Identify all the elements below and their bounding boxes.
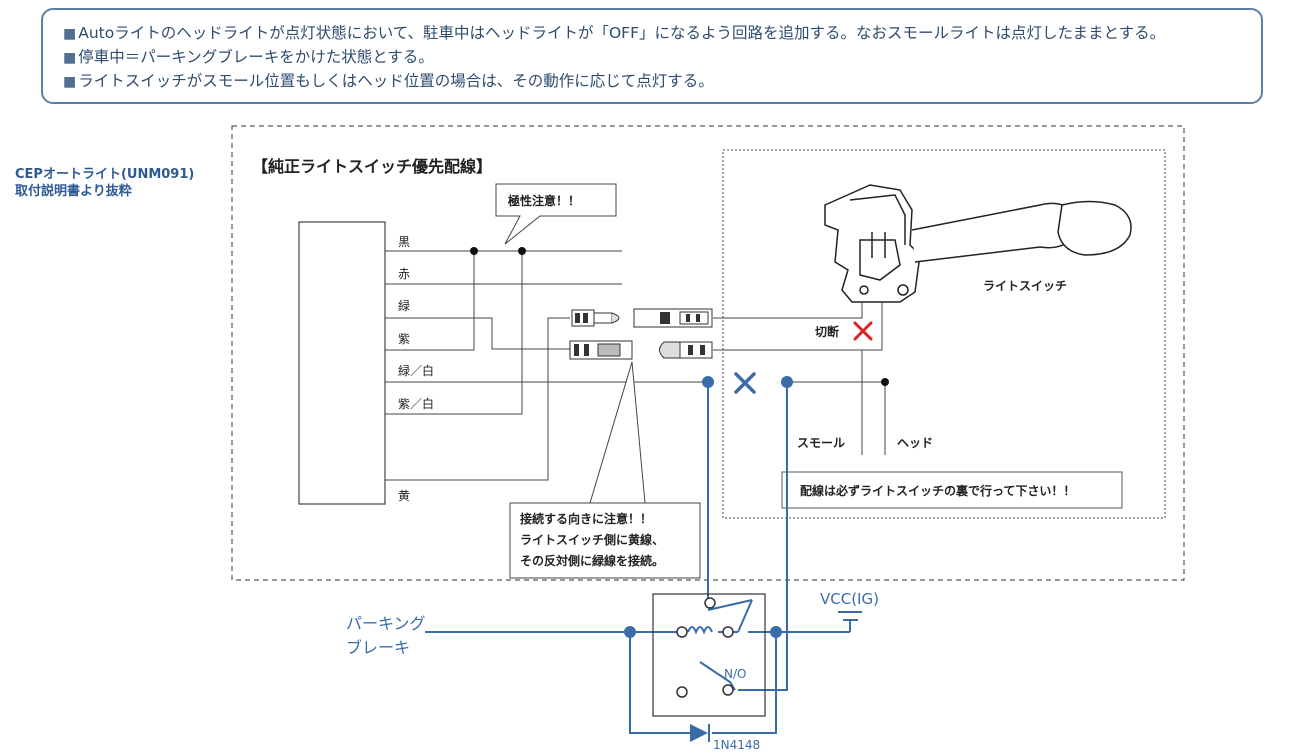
wire-label-purple-white: 紫／白 (398, 396, 434, 411)
controller-unit (298, 221, 386, 505)
polarity-note: 極性注意！！ (508, 193, 580, 208)
note-line-2: ■停車中＝パーキングブレーキをかけた状態とする。 (63, 48, 434, 66)
connection-note-2: ライトスイッチ側に黄線、 (520, 532, 664, 547)
wire-label-green-white: 緑／白 (398, 363, 434, 378)
relay-terminals (676, 597, 734, 698)
diode-label: 1N4148 (713, 738, 760, 752)
circuit-junctions (624, 376, 793, 638)
bullet-icon: ■ (63, 26, 77, 42)
diagram-title: 【純正ライトスイッチ優先配線】 (252, 157, 492, 176)
wire-label-green: 緑 (398, 298, 410, 313)
wire-yellow (385, 317, 570, 481)
relay-box (652, 593, 766, 717)
cut-cross-icon (734, 372, 756, 394)
note-line-3: ■ライトスイッチがスモール位置もしくはヘッド位置の場合は、その動作に応じて点灯す… (63, 72, 714, 90)
wiring-note-box (781, 471, 1123, 509)
head-label: ヘッド (897, 436, 933, 450)
wire-label-yellow: 黄 (398, 489, 410, 503)
wire-label-black: 黒 (398, 235, 410, 249)
bullet-icon: ■ (63, 74, 77, 90)
wire-switch-a (713, 300, 863, 319)
cut-mark-icon (853, 321, 873, 341)
relay-circuit (425, 382, 862, 734)
junction-dot (518, 247, 526, 255)
diode-icon (690, 724, 710, 742)
wire-label-purple: 紫 (398, 332, 410, 346)
wire-label-red: 赤 (398, 267, 410, 281)
small-label: スモール (797, 436, 845, 450)
switch-area-frame (722, 149, 1166, 519)
bullet-icon: ■ (63, 50, 77, 66)
wire-purple-white (385, 251, 523, 415)
source-label: CEPオートライト(UNM091) 取付説明書より抜粋 (15, 167, 195, 199)
connection-note-1: 接続する向きに注意！！ (520, 511, 652, 526)
cut-label: 切断 (815, 324, 839, 339)
polarity-callout (495, 183, 617, 245)
junction-dot (470, 247, 478, 255)
note-line-1: ■Autoライトのヘッドライトが点灯状態において、駐車中はヘッドライトが「OFF… (63, 24, 1166, 42)
wire-switch-b (713, 300, 883, 351)
relay-coil-icon (687, 626, 713, 635)
connection-note-3: その反対側に緑線を接続。 (520, 553, 664, 568)
connector-1 (571, 308, 713, 328)
junction-dot (881, 378, 889, 386)
light-switch-label: ライトスイッチ (983, 279, 1067, 293)
wire-green (385, 317, 570, 350)
parking-brake-label-2: ブレーキ (346, 638, 410, 657)
wiring-note: 配線は必ずライトスイッチの裏で行って下さい！！ (800, 483, 1075, 498)
vcc-label: VCC(IG) (820, 590, 879, 608)
no-label: N/O (724, 667, 746, 681)
wire-purple (385, 251, 475, 351)
notes-box: ■Autoライトのヘッドライトが点灯状態において、駐車中はヘッドライトが「OFF… (41, 8, 1263, 104)
connector-2 (569, 340, 713, 360)
parking-brake-label-1: パーキング (346, 614, 426, 633)
light-switch-illustration (824, 184, 1132, 303)
